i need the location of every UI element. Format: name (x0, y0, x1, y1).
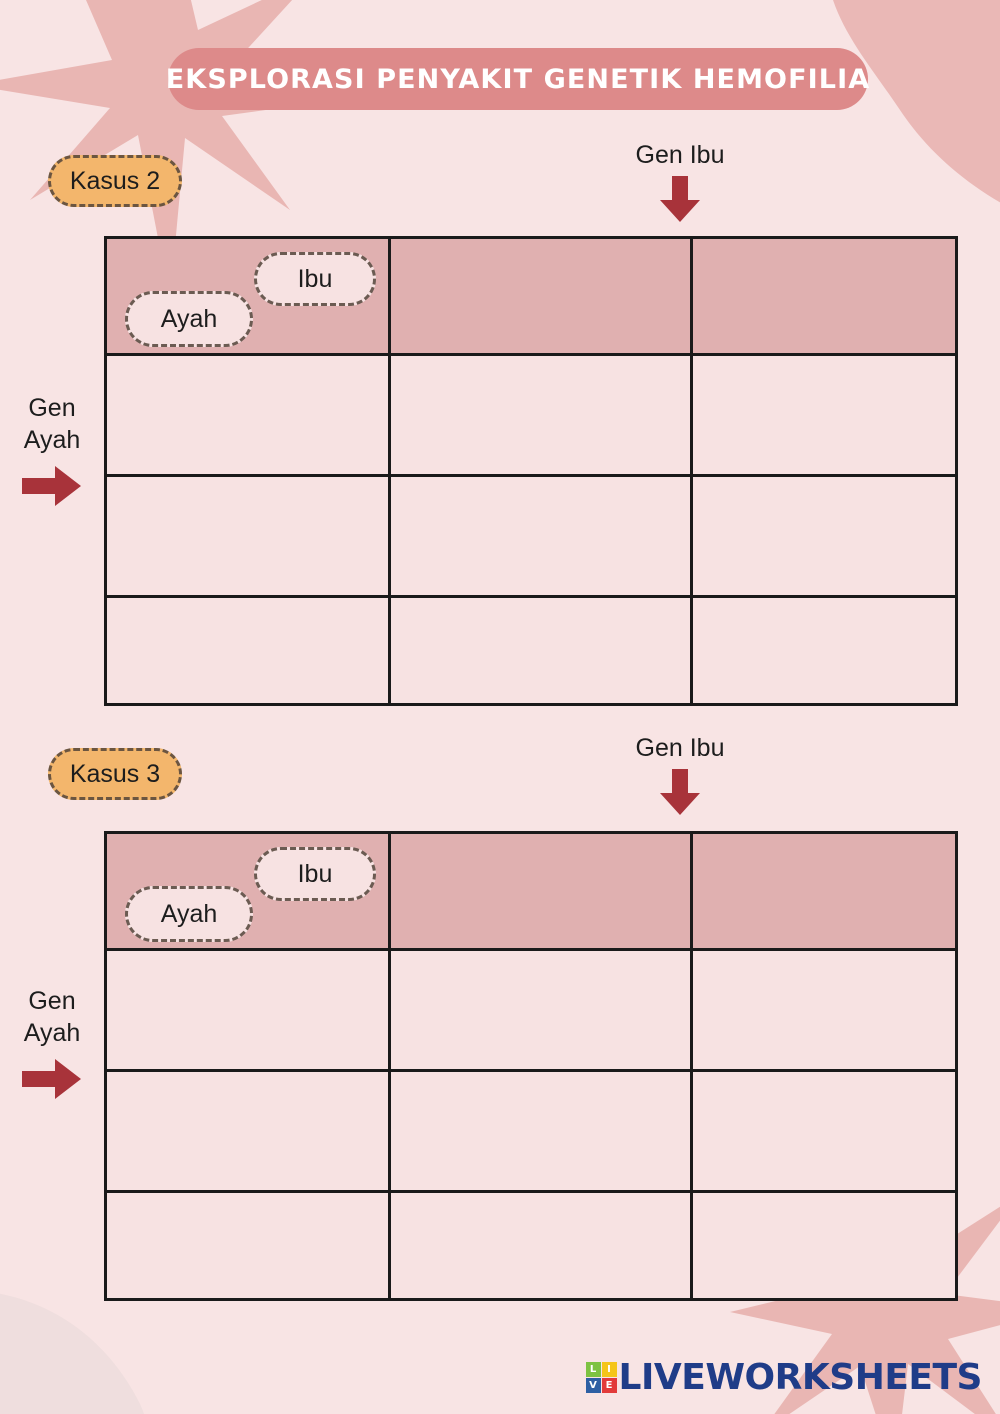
gen-ibu-indicator-1: Gen Ibu (600, 140, 760, 222)
logo-letter-i: I (601, 1362, 617, 1377)
cell-offspring-2-2[interactable] (690, 474, 958, 598)
arrow-right-icon (22, 1059, 81, 1099)
gen-ayah-indicator-2: Gen Ayah (0, 985, 104, 1101)
arrow-right-icon (22, 466, 81, 506)
cell-father-allele-1[interactable] (104, 948, 391, 1072)
cell-offspring-3-1[interactable] (388, 1190, 693, 1301)
punnett-table-kasus-2[interactable]: Ibu Ayah (104, 236, 958, 706)
gen-ibu-label: Gen Ibu (635, 141, 725, 169)
table-row (104, 595, 958, 706)
case-badge-kasus-2: Kasus 2 (48, 155, 182, 207)
cell-offspring-1-2[interactable] (690, 948, 958, 1072)
ayah-tag: Ayah (125, 291, 253, 347)
page-title: EKSPLORASI PENYAKIT GENETIK HEMOFILIA (165, 63, 871, 95)
table-row (104, 948, 958, 1072)
header-cell-mother-allele-2[interactable] (690, 236, 958, 356)
liveworksheets-logo-icon: L I V E (585, 1362, 617, 1393)
arrow-down-icon (660, 176, 700, 222)
ibu-tag-label: Ibu (297, 264, 333, 293)
gen-ibu-indicator-2: Gen Ibu (600, 733, 760, 815)
ayah-tag-label: Ayah (160, 899, 218, 928)
punnett-table-kasus-3[interactable]: Ibu Ayah (104, 831, 958, 1301)
blob-decoration-top-right (833, 0, 1000, 203)
logo-letter-v: V (585, 1378, 601, 1393)
table-header-row: Ibu Ayah (104, 236, 958, 356)
header-cell-mother-allele-1[interactable] (388, 236, 693, 356)
case-badge-label: Kasus 2 (69, 166, 161, 195)
gen-ayah-label-line2: Ayah (23, 426, 81, 454)
cell-father-allele-2[interactable] (104, 1069, 391, 1193)
table-row (104, 1069, 958, 1193)
cell-offspring-1-1[interactable] (388, 353, 693, 477)
cell-offspring-1-2[interactable] (690, 353, 958, 477)
cell-offspring-1-1[interactable] (388, 948, 693, 1072)
worksheet-title-banner: EKSPLORASI PENYAKIT GENETIK HEMOFILIA (165, 48, 871, 110)
cell-offspring-2-2[interactable] (690, 1069, 958, 1193)
cell-father-allele-2[interactable] (104, 474, 391, 598)
cell-offspring-3-1[interactable] (388, 595, 693, 706)
ibu-tag-label: Ibu (297, 859, 333, 888)
gen-ayah-label-line1: Gen (28, 987, 76, 1015)
header-cell-mother-allele-1[interactable] (388, 831, 693, 951)
ayah-tag-label: Ayah (160, 304, 218, 333)
liveworksheets-wordmark: LIVEWORKSHEETS (618, 1357, 983, 1398)
header-cell-mother-allele-2[interactable] (690, 831, 958, 951)
header-corner-cell: Ibu Ayah (104, 236, 391, 356)
ayah-tag: Ayah (125, 886, 253, 942)
logo-letter-l: L (585, 1362, 601, 1377)
gen-ayah-indicator-1: Gen Ayah (0, 392, 104, 508)
arrow-down-icon (660, 769, 700, 815)
cell-father-allele-3[interactable] (104, 1190, 391, 1301)
cell-offspring-3-2[interactable] (690, 595, 958, 706)
cell-father-allele-1[interactable] (104, 353, 391, 477)
ibu-tag: Ibu (254, 847, 376, 901)
liveworksheets-logo[interactable]: L I V E LIVEWORKSHEETS (585, 1357, 983, 1398)
ibu-tag: Ibu (254, 252, 376, 306)
header-corner-cell: Ibu Ayah (104, 831, 391, 951)
cell-offspring-2-1[interactable] (388, 1069, 693, 1193)
cell-offspring-2-1[interactable] (388, 474, 693, 598)
table-header-row: Ibu Ayah (104, 831, 958, 951)
gen-ibu-label: Gen Ibu (635, 734, 725, 762)
table-row (104, 1190, 958, 1301)
gen-ayah-label-line1: Gen (28, 394, 76, 422)
case-badge-label: Kasus 3 (69, 759, 161, 788)
cell-offspring-3-2[interactable] (690, 1190, 958, 1301)
cell-father-allele-3[interactable] (104, 595, 391, 706)
gen-ayah-label-line2: Ayah (23, 1019, 81, 1047)
table-row (104, 474, 958, 598)
logo-letter-e: E (601, 1378, 617, 1393)
table-row (104, 353, 958, 477)
case-badge-kasus-3: Kasus 3 (48, 748, 182, 800)
